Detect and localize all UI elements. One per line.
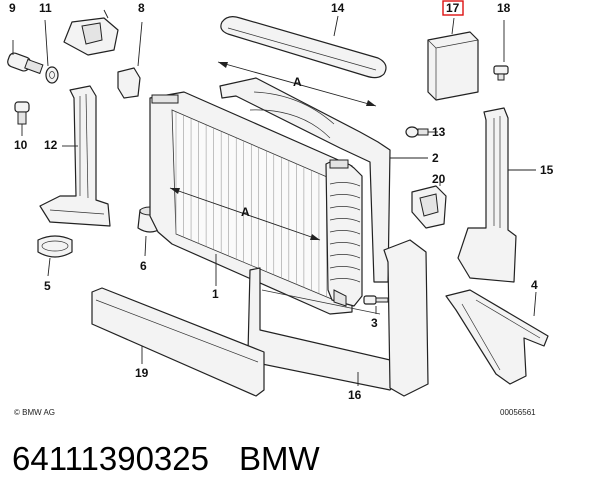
tank-rib (329, 230, 361, 235)
part-18-screw (493, 20, 509, 81)
callout-18: 18 (497, 1, 511, 15)
tank-rib (329, 218, 361, 223)
part-number: 64111390325 (12, 440, 209, 477)
dimension-label-main: A (241, 205, 250, 219)
tank-rib (329, 206, 361, 211)
part-14-seal-strip (220, 15, 387, 79)
part-5-clamp (37, 235, 73, 277)
callout-5: 5 (44, 279, 51, 293)
part-20-bracket (411, 178, 447, 229)
tank-rib (329, 266, 361, 271)
callout-2: 2 (432, 151, 439, 165)
callout-19: 19 (135, 366, 149, 380)
part-4-lower-bracket (445, 289, 549, 385)
callout-1: 1 (212, 287, 219, 301)
callout-9: 9 (9, 1, 16, 15)
part-11-washer (44, 19, 59, 84)
tank-rib (329, 278, 361, 283)
part-3-bolt (363, 295, 389, 314)
callout-3: 3 (371, 316, 378, 330)
brand-name: BMW (239, 440, 320, 477)
part-17-control-box (427, 17, 479, 101)
radiator-tank-ribs (329, 182, 361, 283)
callout-17: 17 (446, 1, 460, 15)
callout-10-visible: 10 (14, 138, 28, 152)
part-19-trim-strip (91, 287, 265, 397)
callout-4: 4 (531, 278, 538, 292)
callout-20: 20 (432, 172, 446, 186)
callout-16: 16 (348, 388, 362, 402)
tank-rib (329, 254, 361, 259)
radiator-core-fins (175, 112, 335, 300)
callout-13: 13 (432, 125, 446, 139)
tank-rib (329, 182, 361, 187)
callout-6: 6 (140, 259, 147, 273)
part-9-bolt (7, 40, 44, 75)
dimension-label-top: A (293, 75, 302, 89)
part-8-block (117, 21, 143, 99)
callout-12: 12 (44, 138, 58, 152)
callout-14: 14 (331, 1, 345, 15)
tank-rib (329, 194, 361, 199)
callout-15: 15 (540, 163, 554, 177)
part-1-radiator (149, 91, 363, 315)
callout-17-highlight (442, 0, 464, 16)
footer: 64111390325 BMW (12, 440, 592, 490)
part-13-pin (405, 126, 438, 138)
part-12-air-duct-left (39, 85, 111, 227)
tank-rib (329, 242, 361, 247)
dimension-a-main (169, 187, 321, 241)
parts-diagram: 9 11 8 14 17 18 13 2 20 15 12 10 5 6 1 4… (7, 0, 554, 417)
part-15-air-duct-right (457, 107, 536, 283)
dimension-a-top (217, 61, 377, 107)
part-10-screw (14, 101, 30, 136)
part-7-bracket (63, 9, 119, 56)
callout-11: 11 (39, 1, 52, 15)
drawing-id: 00056561 (500, 408, 536, 417)
callout-8: 8 (138, 1, 145, 15)
part-2-fan-shroud (219, 77, 428, 283)
copyright-text: © BMW AG (14, 408, 55, 417)
